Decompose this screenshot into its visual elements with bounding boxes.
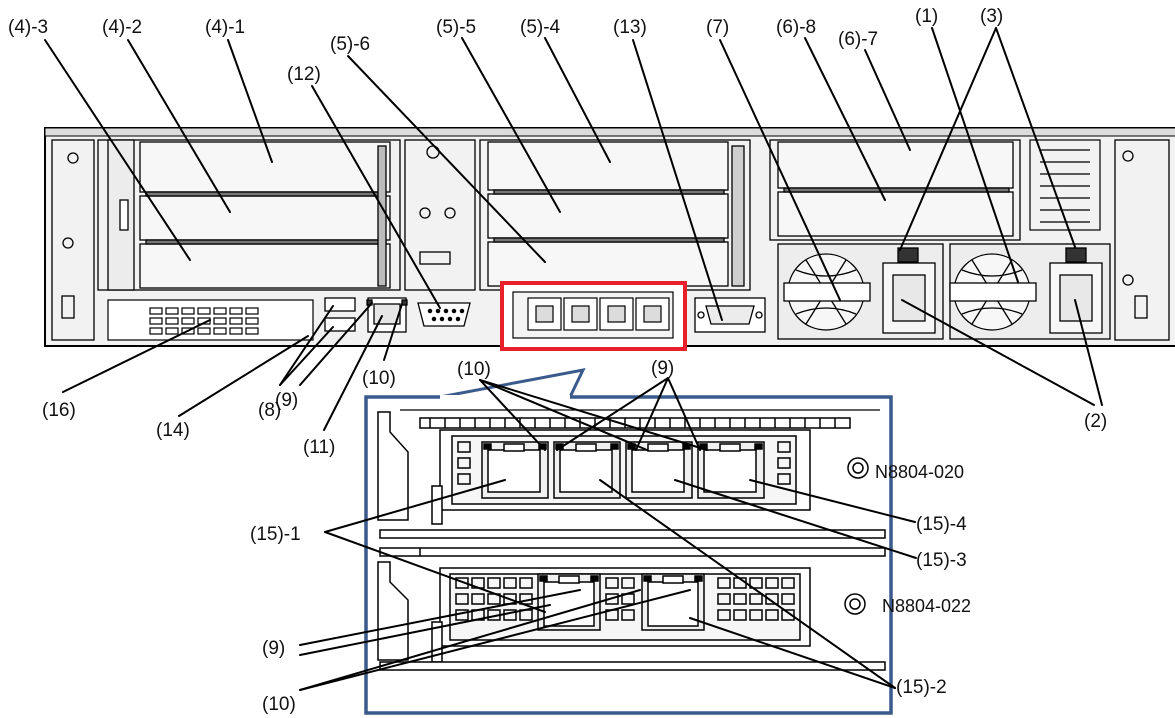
pcie-slots-riser-4 xyxy=(139,141,391,289)
label-9-upper: (9) xyxy=(651,358,674,379)
label-3: (3) xyxy=(980,6,1003,27)
label-9-lower: (9) xyxy=(262,638,285,659)
pcie-slots-riser-5 xyxy=(479,139,751,291)
management-lan-port xyxy=(366,297,408,333)
label-1: (1) xyxy=(915,6,938,27)
label-9-top: (9) xyxy=(275,390,298,411)
chassis-top-strip xyxy=(44,127,1175,137)
label-2: (2) xyxy=(1084,411,1107,432)
lan-module-zoom-callout xyxy=(364,367,893,715)
label-11: (11) xyxy=(303,437,335,458)
label-6-8: (6)-8 xyxy=(776,17,816,38)
lan-module-highlight xyxy=(500,281,687,351)
label-4-2: (4)-2 xyxy=(102,17,142,38)
callout-labels: (4)-3 (4)-2 (4)-1 (12) (5)-6 (5)-5 (5)-4… xyxy=(8,6,1107,715)
label-5-6: (5)-6 xyxy=(330,34,370,55)
chassis xyxy=(44,127,1175,351)
label-15-4: (15)-4 xyxy=(916,514,967,535)
upper-card-rj45-ports xyxy=(481,441,765,499)
power-supply-2 xyxy=(949,243,1111,340)
label-16: (16) xyxy=(42,400,76,421)
pcie-slots-riser-6 xyxy=(769,139,1021,241)
label-4-1: (4)-1 xyxy=(205,17,245,38)
label-8: (8) xyxy=(258,400,281,421)
power-supply-1 xyxy=(777,243,944,340)
leader-lines xyxy=(44,27,1103,691)
model-label-lower: N8804-022 xyxy=(882,596,971,616)
callout-bottom-bar xyxy=(379,661,886,671)
label-14: (14) xyxy=(156,420,190,441)
label-15-3: (15)-3 xyxy=(916,550,967,571)
model-label-upper: N8804-020 xyxy=(875,462,964,482)
label-12: (12) xyxy=(287,64,321,85)
lan-module-rj45-ports xyxy=(527,297,670,331)
label-6-7: (6)-7 xyxy=(838,29,878,50)
label-5-5: (5)-5 xyxy=(436,17,476,38)
label-15-2: (15)-2 xyxy=(896,677,947,698)
label-4-3: (4)-3 xyxy=(8,17,48,38)
label-10-upper: (10) xyxy=(457,359,491,380)
vga-port xyxy=(694,297,766,333)
left-ear xyxy=(51,139,95,341)
label-5-4: (5)-4 xyxy=(520,17,561,38)
label-13: (13) xyxy=(613,17,647,38)
label-10-chassis: (10) xyxy=(362,368,396,389)
label-7: (7) xyxy=(706,17,729,38)
label-10-lower: (10) xyxy=(262,694,296,715)
riser-frame-left xyxy=(97,139,401,291)
lower-card-rj45-ports xyxy=(537,573,705,631)
right-ear xyxy=(1114,139,1170,341)
label-15-1: (15)-1 xyxy=(250,524,301,545)
serial-port xyxy=(417,302,471,327)
